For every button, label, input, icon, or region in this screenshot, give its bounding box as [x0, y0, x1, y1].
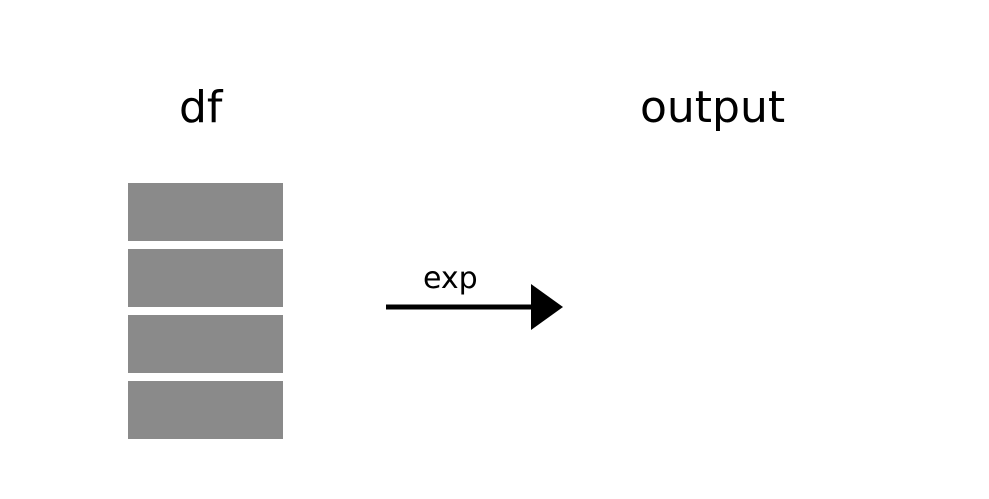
df-row [128, 315, 283, 373]
df-label: df [179, 82, 223, 133]
df-row [128, 183, 283, 241]
arrow-head [531, 284, 563, 330]
output-label: output [640, 82, 786, 133]
df-table [128, 183, 283, 439]
arrow-label: exp [423, 261, 478, 296]
arrow-icon [386, 284, 563, 330]
df-row [128, 249, 283, 307]
df-row [128, 381, 283, 439]
